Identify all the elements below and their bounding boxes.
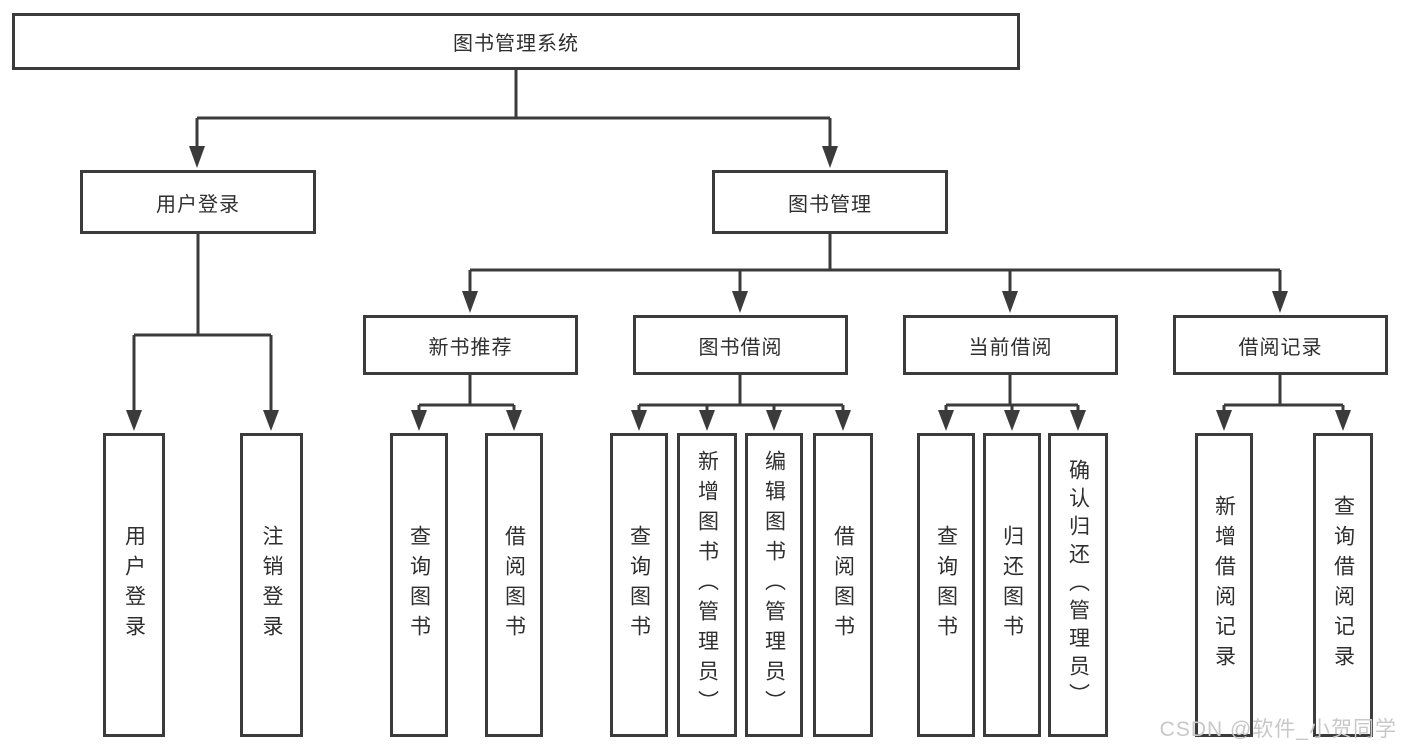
node-root-label: 图书管理系统 xyxy=(453,33,579,55)
node-new-book-recommend-label: 新书推荐 xyxy=(428,336,513,359)
leaf-borrow-books: 借阅图书 xyxy=(813,433,873,737)
node-book-management: 图书管理 xyxy=(712,170,948,234)
leaf-edit-book-admin-label: 编辑图书（管理员） xyxy=(762,450,786,720)
leaf-query-books-label: 查询图书 xyxy=(934,525,958,645)
node-user-login-label: 用户登录 xyxy=(156,193,240,216)
node-user-login: 用户登录 xyxy=(80,170,316,234)
leaf-add-book-admin: 新增图书（管理员） xyxy=(677,433,737,737)
leaf-query-books: 查询图书 xyxy=(917,433,975,737)
leaf-borrow-books: 借阅图书 xyxy=(485,433,543,737)
node-borrow-records: 借阅记录 xyxy=(1173,315,1388,375)
leaf-confirm-return-admin-label: 确认归还（管理员） xyxy=(1066,459,1090,711)
leaf-query-borrow-record-label: 查询借阅记录 xyxy=(1331,495,1355,675)
leaf-edit-book-admin: 编辑图书（管理员） xyxy=(745,433,803,737)
node-current-borrow: 当前借阅 xyxy=(903,315,1118,375)
leaf-query-books: 查询图书 xyxy=(390,433,448,737)
leaf-return-book-label: 归还图书 xyxy=(1000,525,1024,645)
node-new-book-recommend: 新书推荐 xyxy=(363,315,578,375)
leaf-add-book-admin-label: 新增图书（管理员） xyxy=(695,450,719,720)
leaf-logout: 注销登录 xyxy=(240,433,303,737)
leaf-add-borrow-record: 新增借阅记录 xyxy=(1195,433,1253,737)
leaf-query-borrow-record: 查询借阅记录 xyxy=(1313,433,1373,737)
leaf-query-books: 查询图书 xyxy=(610,433,668,737)
arrowheads xyxy=(126,146,1351,431)
node-root: 图书管理系统 xyxy=(12,13,1020,70)
node-book-management-label: 图书管理 xyxy=(788,193,872,216)
leaf-user-login-label: 用户登录 xyxy=(122,525,146,645)
leaf-query-books-label: 查询图书 xyxy=(407,525,431,645)
leaf-confirm-return-admin: 确认归还（管理员） xyxy=(1048,433,1108,737)
node-current-borrow-label: 当前借阅 xyxy=(968,336,1053,359)
leaf-user-login: 用户登录 xyxy=(103,433,165,737)
node-borrow-records-label: 借阅记录 xyxy=(1238,336,1323,359)
leaf-add-borrow-record-label: 新增借阅记录 xyxy=(1212,495,1236,675)
node-book-borrow: 图书借阅 xyxy=(633,315,848,375)
leaf-borrow-books-label: 借阅图书 xyxy=(831,525,855,645)
node-book-borrow-label: 图书借阅 xyxy=(698,336,783,359)
leaf-borrow-books-label: 借阅图书 xyxy=(502,525,526,645)
leaf-return-book: 归还图书 xyxy=(983,433,1041,737)
watermark: CSDN @软件_小贺同学 xyxy=(1159,718,1397,741)
leaf-logout-label: 注销登录 xyxy=(260,525,283,645)
leaf-query-books-label: 查询图书 xyxy=(627,525,651,645)
